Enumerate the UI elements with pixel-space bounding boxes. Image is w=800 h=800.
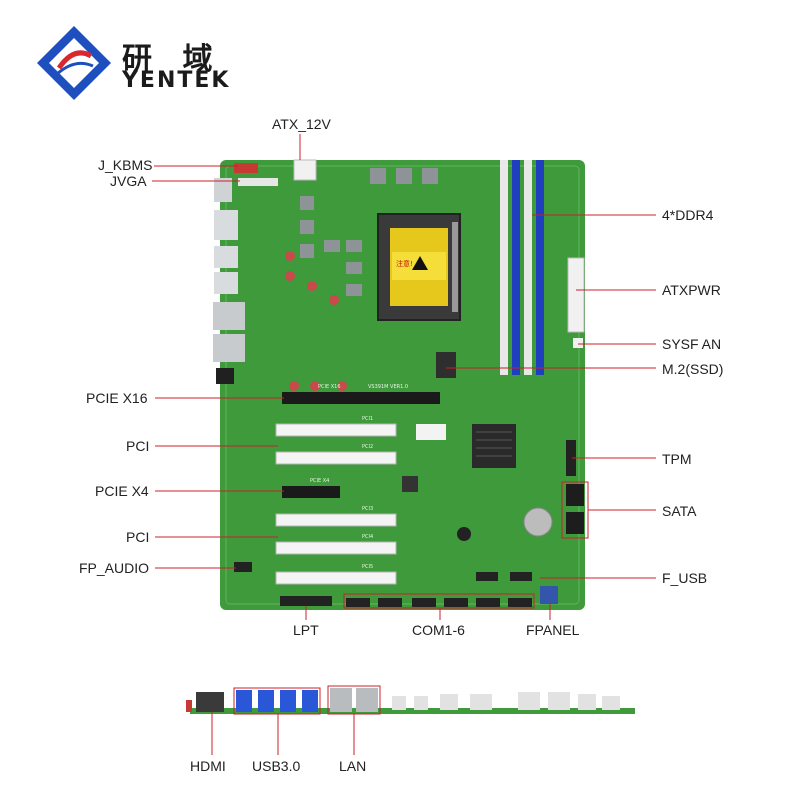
callout-pcie-x16: PCIE X16: [86, 390, 148, 406]
usb3-ports: [236, 690, 318, 712]
lan-ports: [330, 688, 378, 712]
callout-f-usb: F_USB: [662, 570, 708, 586]
cmos-battery: [523, 507, 553, 537]
callout-jvga: JVGA: [110, 173, 147, 189]
pcie-x16-slot: [282, 392, 440, 404]
callout-pci-upper: PCI: [126, 438, 150, 454]
silk-pci5: PCI5: [362, 564, 373, 570]
lpt-header: [280, 596, 332, 606]
capacitors: [285, 251, 347, 391]
brand-name-cn: 研 域: [122, 42, 223, 77]
silk-pci2: PCI2: [362, 444, 373, 450]
vrm-components: [300, 168, 438, 296]
yentek-logo-icon: [37, 26, 111, 100]
tpm-header: [566, 440, 576, 476]
cpu-warning-label: 注意!: [396, 259, 413, 268]
silk-pci4: PCI4: [362, 534, 373, 540]
pci-slot-1: [275, 423, 397, 437]
callout-usb3: USB3.0: [252, 758, 301, 774]
chipset-heatsink: [472, 424, 516, 468]
pci-slot-3: [275, 513, 397, 527]
callout-j-kbms: J_KBMS: [98, 157, 153, 173]
silk-pcie-x16: PCIE X16: [318, 384, 341, 390]
silk-pci3: PCI3: [362, 506, 373, 512]
callout-com: COM1-6: [412, 622, 465, 638]
j-kbms-header: [234, 163, 258, 173]
com-headers: [346, 598, 532, 607]
callout-pcie-x4: PCIE X4: [95, 483, 149, 499]
sata-ports: [566, 484, 584, 534]
buzzer: [457, 527, 471, 541]
atx-12v-connector: [293, 159, 317, 181]
silk-pcie-x4: PCIE X4: [310, 478, 329, 484]
callout-sata: SATA: [662, 503, 697, 519]
callout-sysfan: SYSF AN: [662, 336, 722, 352]
ddr4-slots: [500, 160, 544, 375]
jvga-header: [238, 178, 278, 186]
label-sticker: [416, 424, 446, 440]
cpu-socket: 注意!: [377, 213, 461, 321]
pci-slot-4: [275, 541, 397, 555]
rear-io-connectors: [213, 178, 245, 384]
callout-fp-audio: FP_AUDIO: [79, 560, 150, 576]
silk-pci1: PCI1: [362, 416, 373, 422]
fp-audio-header: [234, 562, 252, 572]
callout-hdmi: HDMI: [190, 758, 226, 774]
callout-fpanel: FPANEL: [526, 622, 580, 638]
pci-slot-5: [275, 571, 397, 585]
callout-pci-lower: PCI: [126, 529, 150, 545]
expansion-slots: [275, 392, 440, 585]
rear-io-side-view: [186, 688, 635, 714]
bios-chip: [402, 476, 418, 492]
f-usb-headers: [476, 572, 532, 581]
brand-name-en: YENTEK: [122, 68, 231, 93]
atxpwr-connector: [567, 257, 585, 333]
callout-lpt: LPT: [293, 622, 319, 638]
fpanel-header: [540, 586, 558, 604]
callout-tpm: TPM: [662, 451, 692, 467]
callout-atx-12v: ATX_12V: [272, 116, 331, 132]
callout-ddr4: 4*DDR4: [662, 207, 714, 223]
pcie-x4-slot: [282, 486, 340, 498]
m2-slot: [436, 352, 456, 378]
sysfan-header: [573, 338, 583, 348]
callout-atxpwr: ATXPWR: [662, 282, 721, 298]
hdmi-port: [196, 692, 224, 712]
silk-board-id: VS391M VER1.0: [368, 384, 408, 390]
callout-m2: M.2(SSD): [662, 361, 724, 377]
callout-lan: LAN: [339, 758, 367, 774]
pci-slot-2: [275, 451, 397, 465]
